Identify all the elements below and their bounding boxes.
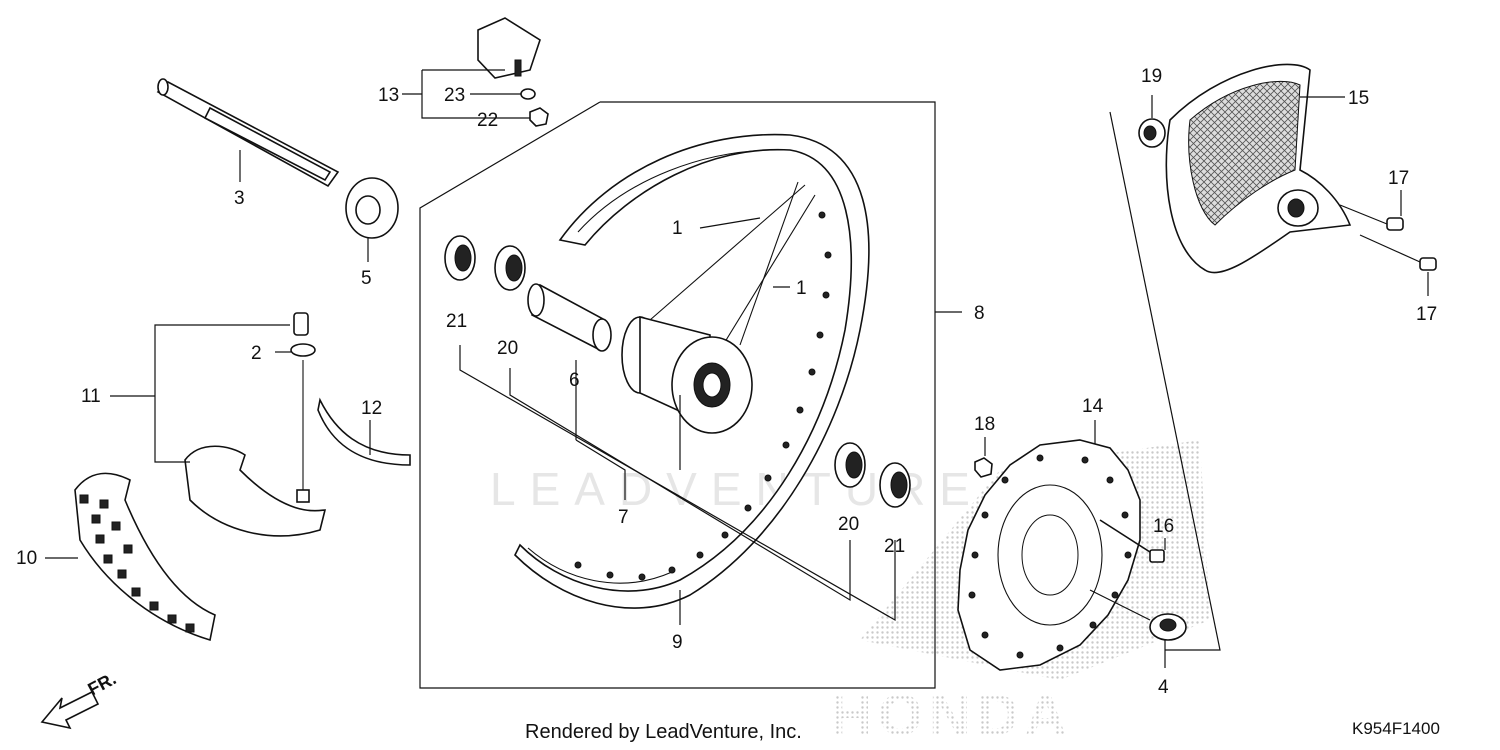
callout-disc-guard: 15 [1348,88,1369,109]
callout-disc-bolt: 16 [1153,516,1174,537]
guard-bolt-upper [1339,190,1404,231]
callout-tire: 10 [16,548,37,569]
disc-bolt [1099,519,1166,563]
callout-rim-lock: 13 [378,85,399,106]
callout-hub: 7 [618,507,629,528]
bearing-left-outer [444,235,476,281]
rendered-by-credit: Rendered by LeadVenture, Inc. [525,721,802,743]
callout-bearing-left-outer: 21 [446,311,467,332]
wheel-assembly-bracket [419,101,962,689]
callout-axle: 3 [234,188,245,209]
callout-spoke-upper: 1 [672,218,683,239]
svg-text:HONDA: HONDA [830,683,1073,748]
callout-rim-band: 12 [361,398,382,419]
rim-lock [402,17,541,119]
collar [345,177,399,262]
callout-wheel-assembly: 8 [974,303,985,324]
brake-disc [957,420,1141,671]
front-direction-indicator: FR. [40,668,119,730]
callout-disc-nut: 18 [974,414,995,435]
disc-guard [1109,63,1352,651]
callout-spacer: 6 [569,370,580,391]
rim [514,133,870,609]
axle [156,78,340,188]
rim-lock-nut [529,107,549,127]
disc-nut [974,437,993,478]
callouts: 1 1 2 3 4 5 6 7 8 9 10 11 12 13 14 15 16… [16,66,1437,698]
guard-collar [1138,95,1166,148]
callout-guard-collar: 19 [1141,66,1162,87]
wheel-leader-lines [459,217,896,625]
spacer [527,283,612,352]
tire [45,472,216,642]
callout-spoke-lower: 1 [796,278,807,299]
bearing-right-outer [879,462,911,508]
callout-tube: 11 [81,386,101,407]
callout-rim-lock-washer: 23 [444,85,465,106]
bearing-left-inner [494,245,526,291]
callout-bearing-right-outer: 21 [884,536,905,557]
hub [621,315,753,434]
rim-band [317,397,411,466]
inner-tube [110,324,327,537]
diagram-code: K954F1400 [1352,719,1440,738]
callout-rim-lock-nut: 22 [477,110,498,131]
guard-bolt-lower [1359,234,1437,296]
callout-disc-collar: 4 [1158,677,1169,698]
callout-guard-bolt-lower: 17 [1416,304,1437,325]
callout-brake-disc: 14 [1082,396,1104,417]
rim-lock-washer [520,88,536,100]
callout-bearing-right-inner: 20 [838,514,859,535]
callout-rim: 9 [672,632,683,653]
callout-valve: 2 [251,343,262,364]
tube-valve [275,312,316,503]
spokes [649,181,816,351]
callout-collar: 5 [361,268,372,289]
bearing-right-inner [834,442,866,488]
callout-guard-bolt-upper: 17 [1388,168,1409,189]
callout-bearing-left-inner: 20 [497,338,518,359]
disc-collar [1089,589,1187,668]
